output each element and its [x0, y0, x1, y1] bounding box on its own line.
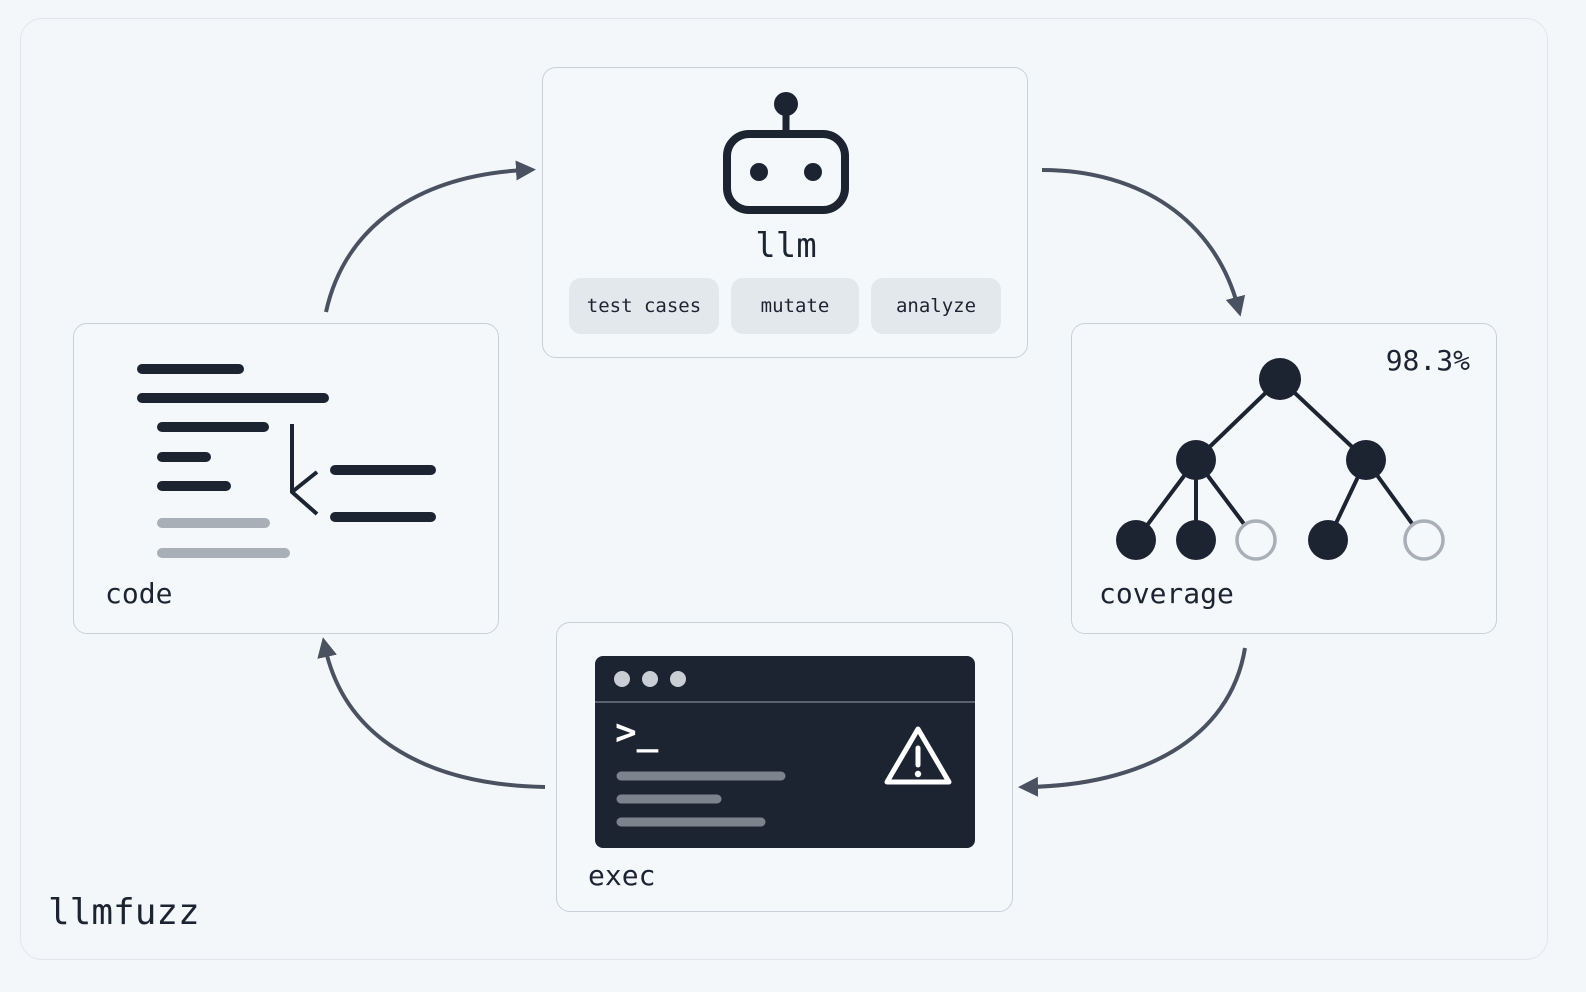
code-label: code — [105, 577, 173, 610]
coverage-card[interactable]: 98.3% coverage — [1071, 323, 1497, 634]
coverage-label: coverage — [1099, 577, 1234, 610]
warning-icon — [884, 726, 952, 785]
arrow-coverage-to-exec — [1018, 647, 1247, 797]
terminal-icon — [595, 671, 975, 827]
llm-label: llm — [755, 226, 817, 266]
llm-card[interactable]: llm test cases mutate analyze — [542, 67, 1028, 358]
app-title: llmfuzz — [48, 892, 200, 933]
tree-coverage-icon — [1116, 358, 1445, 561]
exec-card[interactable]: >_ exec — [556, 622, 1013, 912]
arrow-llm-to-coverage — [1041, 168, 1246, 317]
exec-label: exec — [588, 859, 656, 892]
arrow-code-to-llm — [324, 160, 536, 313]
arrow-exec-to-code — [317, 637, 546, 789]
chip-test-cases[interactable]: test cases — [569, 278, 719, 334]
code-card[interactable]: code — [73, 323, 499, 634]
chip-mutate[interactable]: mutate — [731, 278, 859, 334]
code-diff-icon — [137, 364, 436, 558]
terminal-window: >_ — [595, 656, 975, 848]
robot-icon — [723, 92, 849, 214]
chip-analyze[interactable]: analyze — [871, 278, 1001, 334]
coverage-percent: 98.3% — [1385, 344, 1470, 377]
terminal-prompt: >_ — [615, 712, 659, 753]
